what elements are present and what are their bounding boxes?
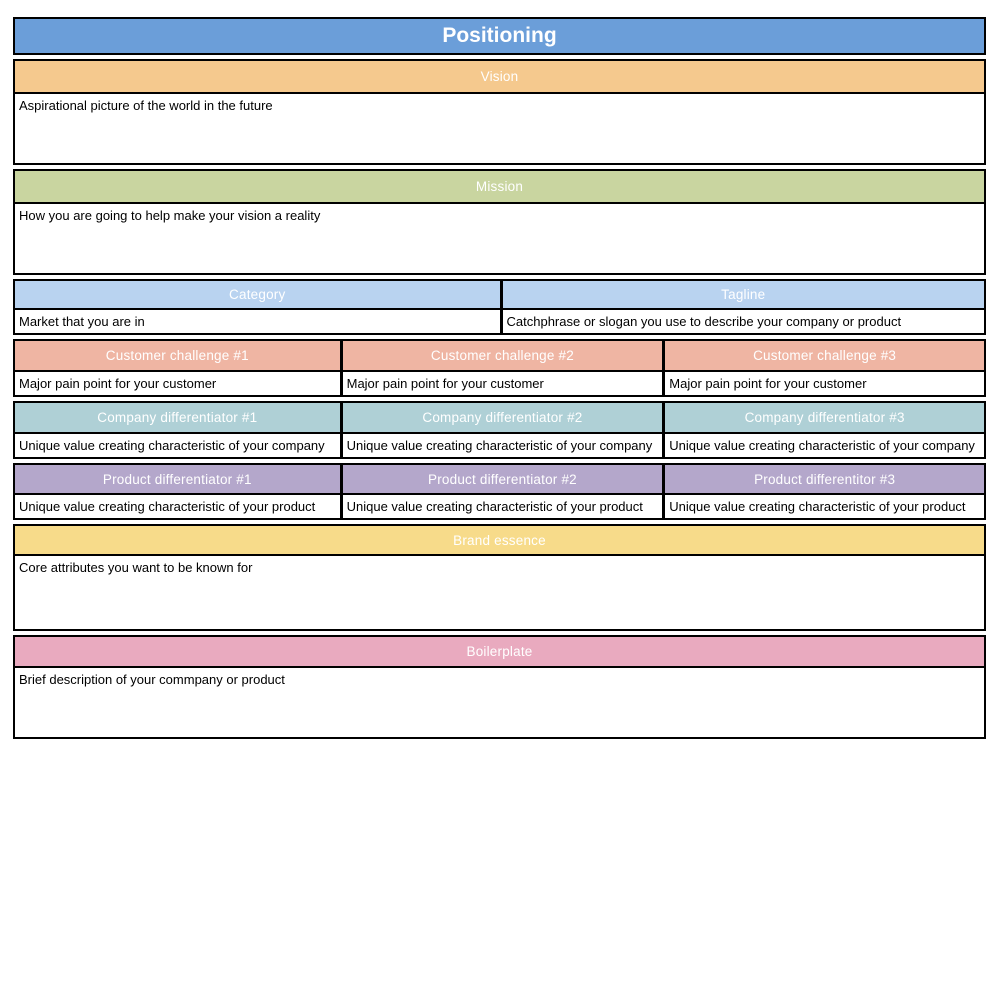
product-differentiator-3-column: Product differentitor #3 Unique value cr… [662,465,984,518]
tagline-column: Tagline Catchphrase or slogan you use to… [499,281,984,333]
brand-essence-section: Brand essence Core attributes you want t… [13,524,986,631]
vision-section: Vision Aspirational picture of the world… [13,59,986,165]
product-differentiator-1-header: Product differentiator #1 [15,465,340,495]
category-column: Category Market that you are in [15,281,500,333]
product-differentiator-1-cell[interactable]: Unique value creating characteristic of … [15,495,340,518]
customer-challenge-3-cell[interactable]: Major pain point for your customer [665,372,984,395]
customer-challenge-1-cell[interactable]: Major pain point for your customer [15,372,340,395]
title-section: Positioning [13,17,986,55]
company-differentiator-1-header: Company differentiator #1 [15,403,340,434]
category-cell[interactable]: Market that you are in [15,310,500,333]
category-tagline-section: Category Market that you are in Tagline … [13,279,986,335]
product-differentiators-section: Product differentiator #1 Unique value c… [13,463,986,520]
product-differentiator-3-header: Product differentitor #3 [665,465,984,495]
product-differentiator-3-cell[interactable]: Unique value creating characteristic of … [665,495,984,518]
category-header: Category [15,281,500,310]
company-differentiator-2-column: Company differentiator #2 Unique value c… [339,403,663,457]
mission-section: Mission How you are going to help make y… [13,169,986,275]
company-differentiator-1-cell[interactable]: Unique value creating characteristic of … [15,434,340,457]
boilerplate-cell[interactable]: Brief description of your commpany or pr… [15,668,984,737]
company-differentiator-3-column: Company differentiator #3 Unique value c… [662,403,984,457]
tagline-header: Tagline [502,281,984,310]
boilerplate-header: Boilerplate [15,637,984,668]
boilerplate-section: Boilerplate Brief description of your co… [13,635,986,739]
company-differentiator-2-header: Company differentiator #2 [342,403,663,434]
company-differentiators-section: Company differentiator #1 Unique value c… [13,401,986,459]
customer-challenge-2-column: Customer challenge #2 Major pain point f… [339,341,663,395]
mission-header: Mission [15,171,984,204]
page-title: Positioning [15,19,984,53]
product-differentiator-2-column: Product differentiator #2 Unique value c… [339,465,663,518]
customer-challenge-2-header: Customer challenge #2 [342,341,663,372]
brand-essence-cell[interactable]: Core attributes you want to be known for [15,556,984,629]
brand-essence-header: Brand essence [15,526,984,556]
customer-challenge-3-column: Customer challenge #3 Major pain point f… [662,341,984,395]
customer-challenge-3-header: Customer challenge #3 [665,341,984,372]
customer-challenge-2-cell[interactable]: Major pain point for your customer [342,372,663,395]
product-differentiator-1-column: Product differentiator #1 Unique value c… [15,465,340,518]
product-differentiator-2-header: Product differentiator #2 [342,465,663,495]
company-differentiator-2-cell[interactable]: Unique value creating characteristic of … [342,434,663,457]
company-differentiator-3-cell[interactable]: Unique value creating characteristic of … [665,434,984,457]
company-differentiator-1-column: Company differentiator #1 Unique value c… [15,403,340,457]
company-differentiator-3-header: Company differentiator #3 [665,403,984,434]
customer-challenge-1-column: Customer challenge #1 Major pain point f… [15,341,340,395]
product-differentiator-2-cell[interactable]: Unique value creating characteristic of … [342,495,663,518]
mission-cell[interactable]: How you are going to help make your visi… [15,204,984,273]
vision-cell[interactable]: Aspirational picture of the world in the… [15,94,984,163]
positioning-canvas: Positioning Vision Aspirational picture … [13,17,986,739]
vision-header: Vision [15,61,984,94]
tagline-cell[interactable]: Catchphrase or slogan you use to describ… [502,310,984,333]
customer-challenge-1-header: Customer challenge #1 [15,341,340,372]
customer-challenges-section: Customer challenge #1 Major pain point f… [13,339,986,397]
